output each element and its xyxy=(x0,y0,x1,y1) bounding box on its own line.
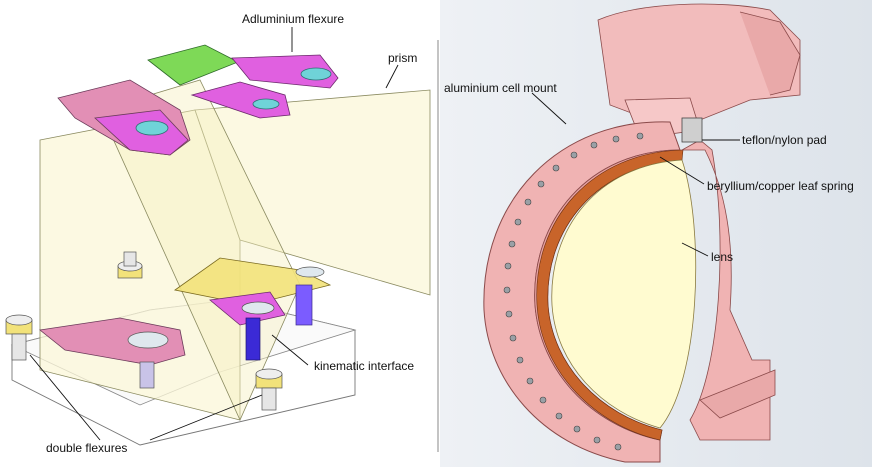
leaf-spring xyxy=(536,149,684,441)
double-flexure-left xyxy=(5,314,33,361)
left-panel: Adluminium flexure prism kinematic inter… xyxy=(5,12,431,455)
post-purple-right xyxy=(295,284,313,326)
cell-mount-cut-face xyxy=(680,139,771,441)
post-purple-center xyxy=(245,317,261,361)
post-lavender-left xyxy=(139,361,155,389)
label-aluminium-cell-mount: aluminium cell mount xyxy=(444,81,557,95)
bottom-pink-plate xyxy=(39,317,186,366)
label-lens: lens xyxy=(711,250,733,264)
label-kinematic-interface: kinematic interface xyxy=(314,359,414,373)
label-teflon-nylon-pad: teflon/nylon pad xyxy=(742,133,827,147)
label-beryllium-copper-leaf-spring: beryllium/copper leaf spring xyxy=(707,179,854,193)
teflon-pad-block xyxy=(681,117,703,143)
upper-flexure-pad xyxy=(300,67,332,81)
lower-flexure-pad xyxy=(252,98,280,110)
right-panel: aluminium cell mount teflon/nylon pad be… xyxy=(440,0,872,467)
top-pink-plate-pad xyxy=(135,120,169,136)
green-flexure xyxy=(147,44,239,86)
double-flexure-center xyxy=(117,251,143,279)
cell-mount-lower-flange xyxy=(699,369,776,419)
right-leaders xyxy=(531,92,740,257)
double-flexure-right xyxy=(255,368,283,411)
lens xyxy=(551,159,697,429)
bottom-pink-pad xyxy=(127,331,169,349)
bottom-right-pad xyxy=(295,266,325,278)
label-double-flexures: double flexures xyxy=(46,441,127,455)
cell-mount-screws xyxy=(503,132,644,451)
label-adluminium-flexure: Adluminium flexure xyxy=(242,12,344,26)
bottom-magenta-pad xyxy=(241,301,275,315)
label-prism: prism xyxy=(388,51,417,65)
left-leaders xyxy=(29,27,399,441)
cell-mount-back-edge xyxy=(739,11,801,96)
prism-right-panel xyxy=(194,89,431,296)
